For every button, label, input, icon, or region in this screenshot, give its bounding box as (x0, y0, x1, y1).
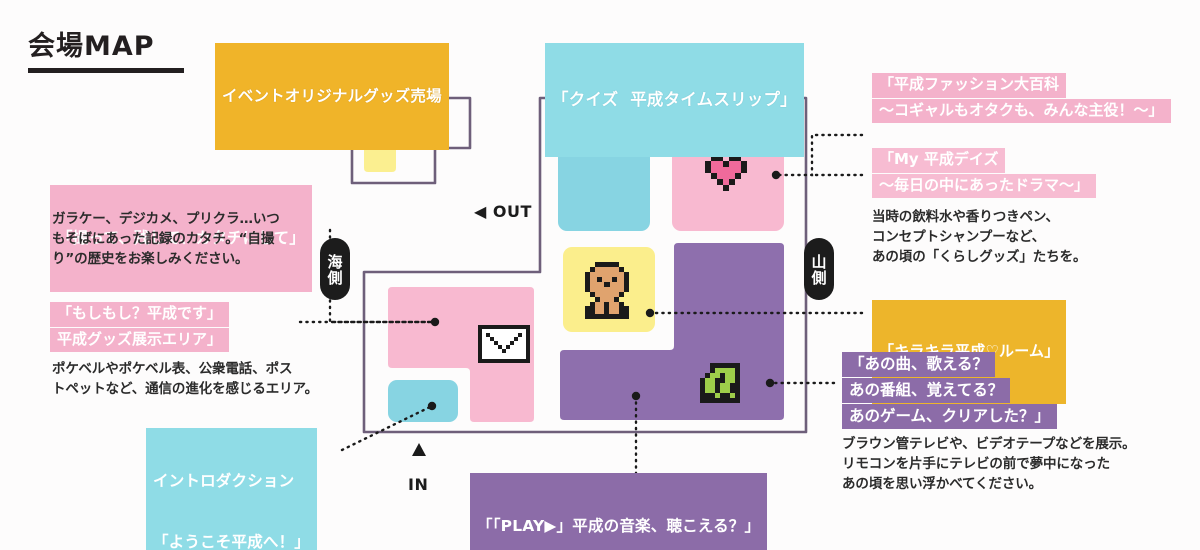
label-moshimoshi-zone[interactable]: 「もしもし？平成です」 平成グッズ展示エリア」 (50, 302, 230, 353)
description-my-heisei-days-line2: コンセプトシャンプーなど、 (872, 228, 1046, 245)
label-introduction-line2: 「ようこそ平成へ！」 (153, 533, 311, 550)
pixel-dog-icon (585, 262, 629, 319)
label-quiz[interactable]: 「クイズ 平成タイムスリップ」 (545, 43, 804, 157)
label-music-zone[interactable]: 「あの曲、歌える？ あの番組、覚えてる？ あのゲーム、クリアした？」 (842, 352, 1058, 430)
label-play-zone-text: 「「PLAY▶」平成の音楽、聴こえる？」 (477, 516, 761, 535)
description-moshimoshi-zone: ポケベルやポケベル表、公衆電話、ポス トペットなど、通信の進化を感じるエリア。 (52, 360, 318, 400)
label-quiz-text: 「クイズ 平成タイムスリップ」 (552, 89, 797, 109)
label-introduction[interactable]: イントロダクション 「ようこそ平成へ！」 (146, 428, 318, 550)
page-title-text: 会場MAP (28, 31, 155, 62)
description-my-heisei-days: 当時の飲料水や香りつきペン、 コンセプトシャンプーなど、 あの頃の「くらしグッズ… (872, 208, 1087, 268)
label-moshimoshi-zone-line2: 平成グッズ展示エリア」 (50, 327, 230, 352)
label-fashion-line2: ～コギャルもオタクも、みんな主役！～」 (872, 98, 1171, 123)
label-play-zone[interactable]: 「「PLAY▶」平成の音楽、聴こえる？」 (470, 473, 768, 550)
label-photo-zone-text: 「撮って、残して、カタチにして」 (57, 228, 305, 247)
sea-side-marker: 海側 (320, 238, 350, 300)
label-goods-shop-text: イベントオリジナルグッズ売場 (222, 86, 442, 105)
description-photo-zone: ガラケー、デジカメ、プリクラ…いつ もそばにあった記録のカタチ。“自撮 り”の歴… (52, 210, 280, 270)
description-music-zone: ブラウン管テレビや、ビデオテープなどを展示。 リモコンを片手にテレビの前で夢中に… (842, 435, 1136, 495)
label-my-heisei-days-line2: ～毎日の中にあったドラマ～」 (872, 173, 1097, 198)
label-introduction-line1: イントロダクション (153, 471, 295, 490)
entrance-arrow-icon (412, 443, 426, 456)
description-photo-zone-line2: もそばにあった記録のカタチ。“自撮 (52, 230, 275, 247)
label-music-zone-line3: あのゲーム、クリアした？」 (842, 404, 1058, 430)
pixel-music-note-icon (700, 363, 740, 403)
heisei-goods-room-block (388, 287, 534, 422)
label-my-heisei-days[interactable]: 「My 平成デイズ ～毎日の中にあったドラマ～」 (872, 148, 1097, 199)
pixel-heart-icon (705, 155, 747, 191)
entrance-direction-label: IN (408, 475, 429, 494)
title-underline (28, 68, 184, 73)
description-music-zone-line1: ブラウン管テレビや、ビデオテープなどを展示。 (842, 436, 1136, 452)
description-photo-zone-line3: り”の歴史をお楽しみください。 (52, 250, 249, 267)
label-fashion-line1: 「平成ファッション大百科 (872, 73, 1067, 98)
description-photo-zone-line1: ガラケー、デジカメ、プリクラ…いつ (52, 211, 280, 227)
description-music-zone-line2: リモコンを片手にテレビの前で夢中になった (842, 455, 1110, 472)
description-my-heisei-days-line1: 当時の飲料水や香りつきペン、 (872, 209, 1059, 225)
label-photo-zone[interactable]: 「撮って、残して、カタチにして」 (50, 185, 312, 293)
label-music-zone-line2: あの番組、覚えてる？ (842, 378, 1011, 404)
description-moshimoshi-zone-line2: トペットなど、通信の進化を感じるエリア。 (52, 380, 318, 397)
pixel-mail-icon (478, 325, 530, 363)
label-fashion[interactable]: 「平成ファッション大百科 ～コギャルもオタクも、みんな主役！～」 (872, 73, 1171, 124)
page-title: 会場MAP (28, 24, 184, 73)
mountain-side-marker: 山側 (804, 238, 834, 300)
description-my-heisei-days-line3: あの頃の「くらしグッズ」たちを。 (872, 248, 1087, 265)
exit-direction-label: ◀ OUT (474, 202, 532, 221)
description-moshimoshi-zone-line1: ポケベルやポケベル表、公衆電話、ポス (52, 361, 293, 377)
description-music-zone-line3: あの頃を思い浮かべてください。 (842, 475, 1043, 492)
label-goods-shop[interactable]: イベントオリジナルグッズ売場 (215, 43, 449, 151)
label-my-heisei-days-line1: 「My 平成デイズ (872, 148, 1006, 173)
label-moshimoshi-zone-line1: 「もしもし？平成です」 (50, 302, 230, 327)
introduction-room-block (388, 380, 458, 422)
label-music-zone-line1: 「あの曲、歌える？ (842, 352, 996, 378)
main-hall-outline (362, 96, 808, 434)
